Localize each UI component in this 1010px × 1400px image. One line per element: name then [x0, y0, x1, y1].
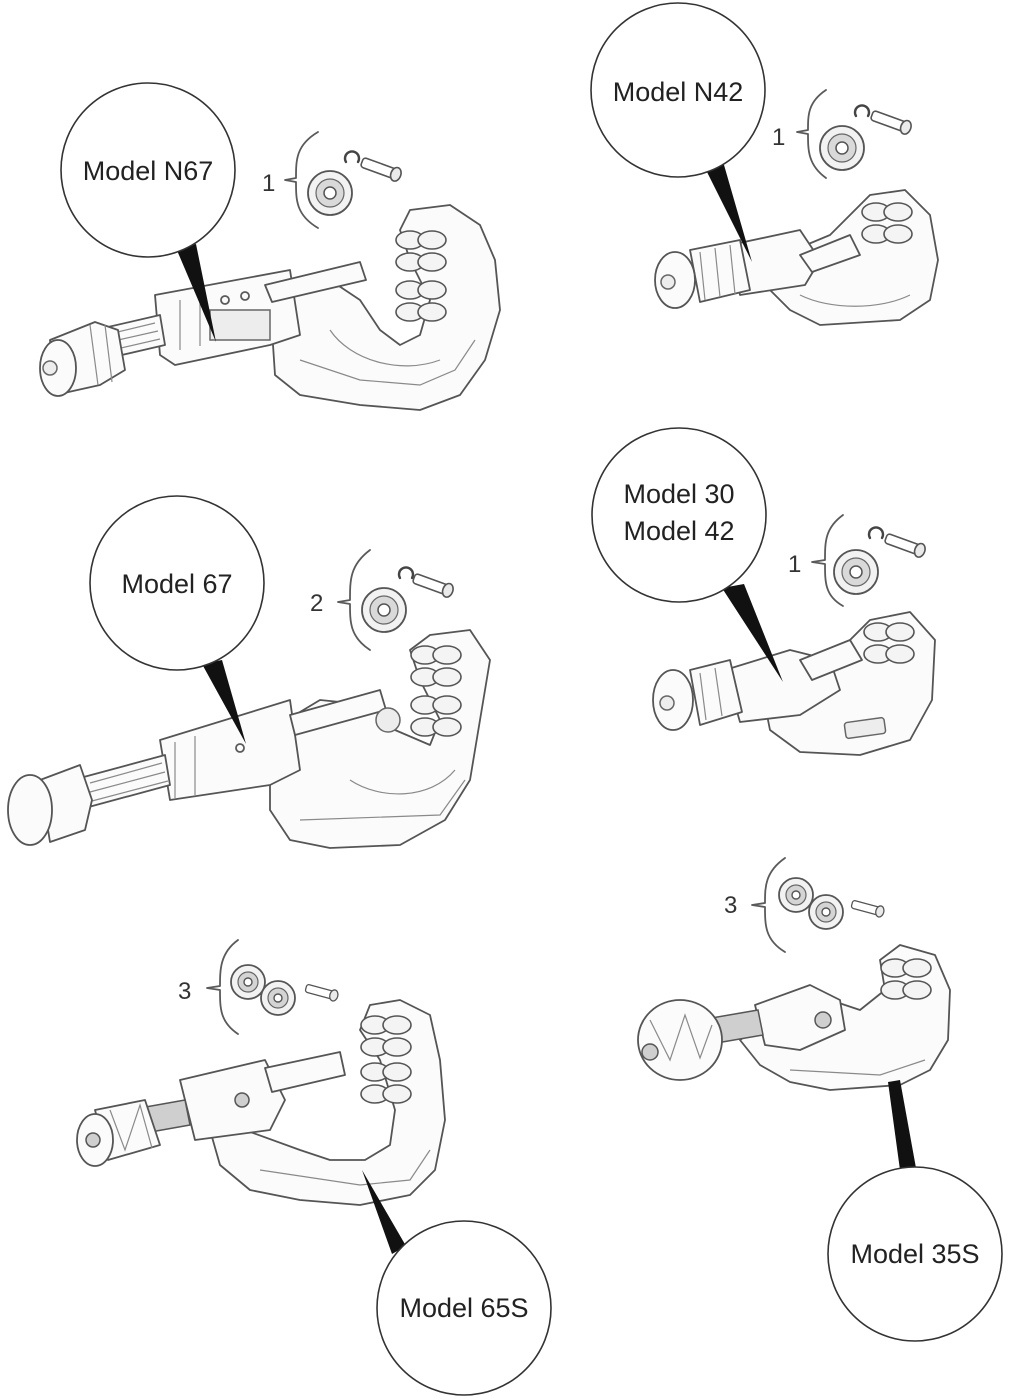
callout-bubble [591, 427, 767, 603]
callout-pointer [362, 1170, 406, 1254]
callout-pointer [202, 660, 246, 744]
model-67-group: 2 Model 67 [7, 495, 491, 849]
cutter-wheel-icon [833, 549, 879, 595]
quantity-label: 1 [788, 551, 801, 578]
callout-pointer [176, 244, 216, 342]
bracket [751, 857, 786, 953]
cutter-wheel-icon [778, 877, 814, 913]
retaining-clip-icon [343, 150, 361, 164]
cutter-wheel-icon [230, 964, 266, 1000]
quantity-label: 1 [262, 170, 275, 197]
retaining-clip-icon [853, 104, 871, 118]
callout-pointer [722, 584, 783, 682]
retaining-clip-icon [867, 526, 885, 540]
axle-pin-icon [849, 897, 886, 919]
axle-pin-icon [868, 107, 914, 137]
quantity-label: 1 [772, 124, 785, 151]
bracket [811, 514, 844, 607]
model-label: Model N67 [83, 156, 214, 186]
model-n67-group: 1 Model N67 [39, 82, 501, 411]
model-label: Model 67 [121, 569, 232, 599]
callout-bubble [376, 1220, 552, 1396]
model-n42-cutter [654, 189, 939, 326]
cutter-wheel-icon [819, 125, 865, 171]
model-65s-group: 3 Model 65S [76, 939, 552, 1396]
model-30-42-cutter [652, 611, 936, 756]
model-35s-group: 3 Model 35S [637, 857, 1003, 1342]
bracket [796, 89, 827, 179]
axle-pin-icon [303, 981, 340, 1003]
model-label: Model N42 [613, 77, 744, 107]
model-label: Model 65S [399, 1293, 528, 1323]
cutter-wheel-icon [260, 980, 296, 1016]
model-label: Model 35S [850, 1239, 979, 1269]
quantity-label: 2 [310, 590, 323, 617]
callout-bubble [827, 1166, 1003, 1342]
model-65s-cutter [76, 999, 446, 1206]
callout-bubble [590, 2, 766, 178]
quantity-label: 3 [724, 892, 737, 919]
bracket [284, 131, 319, 229]
axle-pin-icon [882, 530, 928, 560]
cutter-wheel-icon [307, 170, 353, 216]
model-30-42-group: 1 Model 30 Model 42 [591, 427, 936, 756]
cutter-wheel-icon [361, 587, 407, 633]
axle-pin-icon [358, 154, 404, 184]
model-n67-cutter [39, 204, 501, 411]
bracket [337, 549, 371, 651]
callout-bubble [89, 495, 265, 671]
bracket [206, 939, 239, 1035]
retaining-clip-icon [397, 566, 415, 580]
callout-bubble [60, 82, 236, 258]
quantity-label: 3 [178, 978, 191, 1005]
model-35s-cutter [637, 944, 951, 1091]
callout-pointer [702, 158, 752, 262]
axle-pin-icon [410, 570, 456, 600]
model-label-line-1: Model 30 [623, 479, 734, 509]
model-67-cutter [7, 629, 491, 849]
callout-pointer [888, 1080, 916, 1170]
cutter-wheel-icon [808, 894, 844, 930]
model-n42-group: 1 Model N42 [590, 2, 939, 326]
model-label-line-2: Model 42 [623, 516, 734, 546]
